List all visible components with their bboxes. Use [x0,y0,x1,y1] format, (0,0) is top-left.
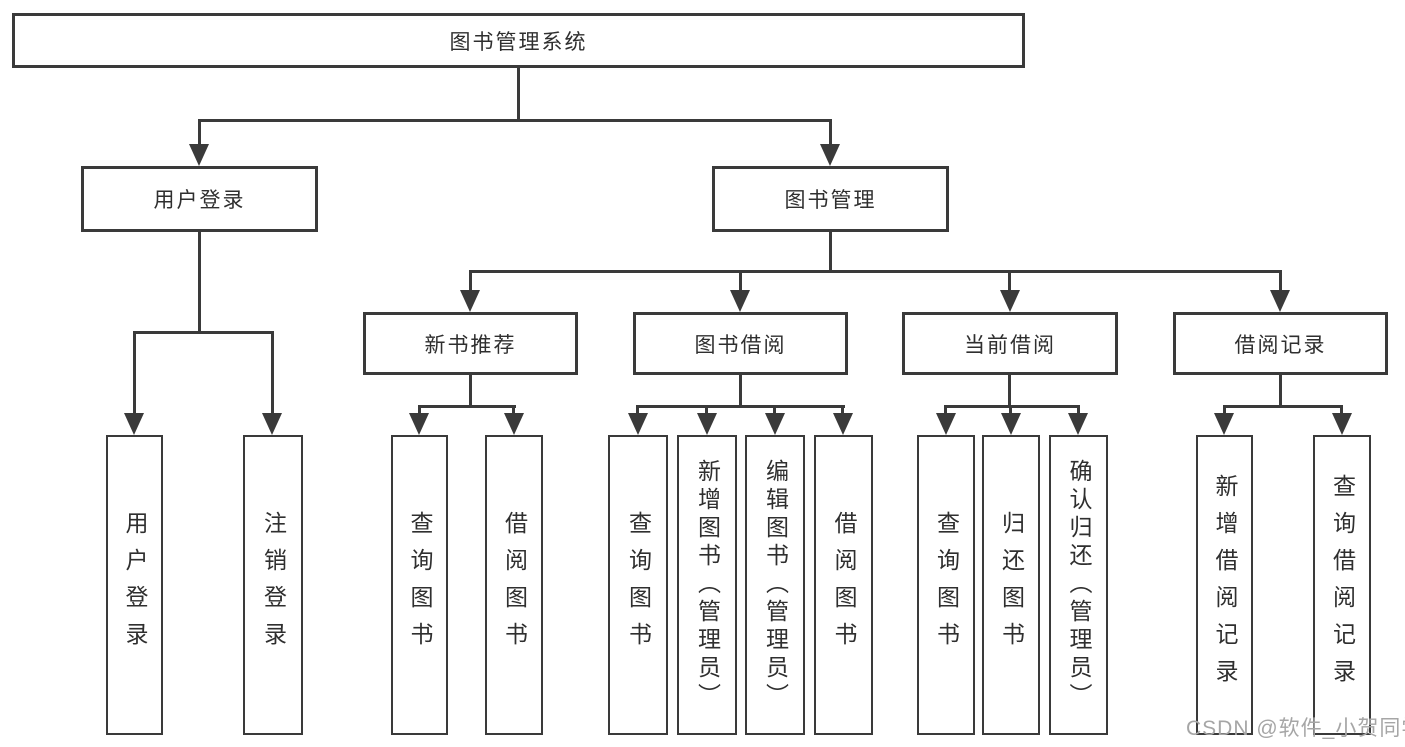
leaf-bb-edit-books-admin: 编辑图书（管理员） [745,435,805,735]
leaf-bb-borrow-books: 借阅图书 [814,435,873,735]
connector-line [841,405,844,415]
connector-line [512,405,515,415]
leaf-label: 归还图书 [998,511,1025,659]
connector-line [1009,405,1012,415]
csdn-watermark: CSDN @软件_小贺同学 [1186,717,1405,740]
arrow-down-icon [697,413,717,435]
connector-line [469,270,472,292]
leaf-bb-query-books: 查询图书 [608,435,668,735]
connector-line [198,119,832,122]
connector-line [469,270,1282,273]
leaf-label: 借阅图书 [831,511,857,659]
arrow-down-icon [628,413,648,435]
arrow-down-icon [1214,413,1234,435]
leaf-br-query-record: 查询借阅记录 [1313,435,1371,735]
arrow-down-icon [936,413,956,435]
arrow-down-icon [833,413,853,435]
leaf-label: 查询图书 [625,511,652,659]
arrow-down-icon [189,144,209,166]
leaf-user-login: 用户登录 [106,435,163,735]
connector-line [1223,405,1226,415]
node-book-borrowing: 图书借阅 [633,312,848,375]
connector-line [636,405,845,408]
connector-line [517,68,520,120]
leaf-label: 借阅图书 [501,511,528,659]
connector-line [1279,375,1282,407]
leaf-logout: 注销登录 [243,435,303,735]
leaf-bb-add-books-admin: 新增图书（管理员） [677,435,737,735]
node-label: 图书管理 [784,189,877,212]
connector-line [469,375,472,407]
connector-line [133,331,274,334]
leaf-label: 注销登录 [260,511,287,659]
node-label: 新书推荐 [424,333,517,357]
connector-line [773,405,776,415]
connector-line [739,270,742,292]
leaf-cb-confirm-return-admin: 确认归还（管理员） [1049,435,1108,735]
node-label: 当前借阅 [964,333,1056,357]
connector-line [944,405,1080,408]
arrow-down-icon [730,290,750,312]
node-label: 借阅记录 [1234,333,1327,357]
arrow-down-icon [1000,290,1020,312]
connector-line [1340,405,1343,415]
leaf-label: 新增图书（管理员） [694,459,721,711]
connector-line [1008,270,1011,292]
connector-line [198,119,201,149]
connector-line [198,232,201,333]
arrow-down-icon [1001,413,1021,435]
leaf-label: 查询借阅记录 [1329,474,1356,696]
node-book-management: 图书管理 [712,166,949,232]
leaf-nb-borrow-books: 借阅图书 [485,435,543,735]
connector-line [636,405,639,415]
leaf-label: 确认归还（管理员） [1066,459,1092,711]
arrow-down-icon [262,413,282,435]
connector-line [418,405,421,415]
arrow-down-icon [820,144,840,166]
connector-line [739,375,742,407]
leaf-label: 用户登录 [122,511,148,659]
arrow-down-icon [460,290,480,312]
node-label: 用户登录 [153,189,246,212]
connector-line [944,405,947,415]
node-label: 图书借阅 [694,333,787,357]
node-label: 图书管理系统 [449,30,588,54]
connector-line [829,232,832,273]
node-current-borrowing: 当前借阅 [902,312,1118,375]
arrow-down-icon [1332,413,1352,435]
connector-line [1077,405,1080,415]
connector-line [418,405,516,408]
arrow-down-icon [124,413,144,435]
connector-line [829,119,832,149]
arrow-down-icon [409,413,429,435]
connector-line [271,331,274,414]
node-borrowing-records: 借阅记录 [1173,312,1388,375]
arrow-down-icon [1068,413,1088,435]
node-library-management-system: 图书管理系统 [12,13,1025,68]
arrow-down-icon [1270,290,1290,312]
leaf-cb-return-books: 归还图书 [982,435,1040,735]
leaf-label: 新增借阅记录 [1212,474,1238,696]
leaf-cb-query-books: 查询图书 [917,435,975,735]
connector-line [705,405,708,415]
node-user-login: 用户登录 [81,166,318,232]
node-new-book-recommendation: 新书推荐 [363,312,578,375]
leaf-br-add-record: 新增借阅记录 [1196,435,1253,735]
arrow-down-icon [504,413,524,435]
leaf-label: 编辑图书（管理员） [762,459,789,711]
connector-line [1008,375,1011,407]
connector-line [1223,405,1343,408]
connector-line [133,331,136,414]
leaf-label: 查询图书 [933,511,960,659]
connector-line [1279,270,1282,292]
leaf-nb-query-books: 查询图书 [391,435,448,735]
leaf-label: 查询图书 [407,511,433,659]
arrow-down-icon [765,413,785,435]
